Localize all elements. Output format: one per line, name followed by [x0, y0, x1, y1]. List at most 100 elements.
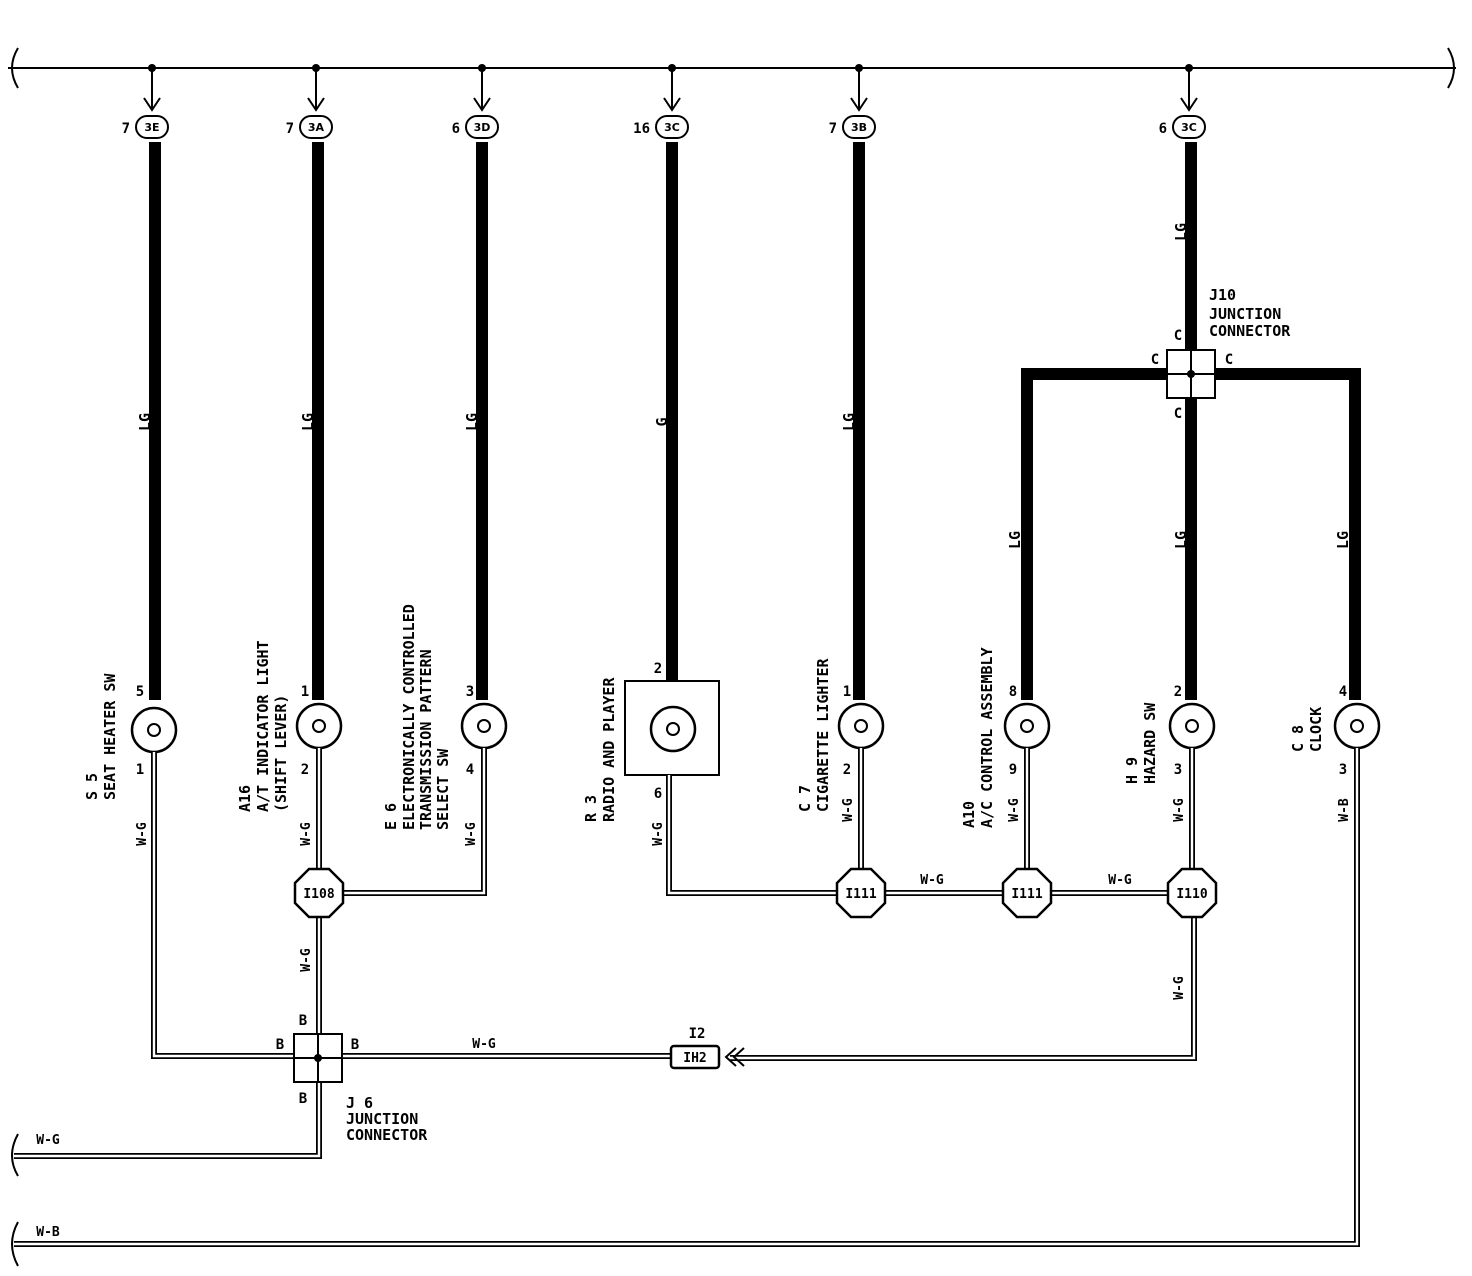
- label-c7: C 7 CIGARETTE LIGHTER: [796, 658, 832, 812]
- component-name: A/C CONTROL ASSEMBLY: [978, 647, 996, 828]
- wire-label-wg: W-G: [299, 948, 314, 972]
- label-h9: H 9 HAZARD SW: [1123, 702, 1159, 784]
- junction-pin: B: [276, 1037, 284, 1053]
- connector-pin: 7: [286, 121, 294, 137]
- connector-3c-radio: 3C 16: [633, 115, 689, 139]
- wire-label-lg: LG: [463, 413, 481, 431]
- r3-symbol: [649, 705, 697, 753]
- wire-label-wb: W-B: [36, 1225, 60, 1240]
- component-name: CLOCK: [1307, 707, 1325, 752]
- wire-label-wg: W-G: [1007, 798, 1022, 822]
- connector-3e: 3E 7: [122, 115, 169, 139]
- component-pins: 5 1 1 2 3 4 2 6 1 2 8 9 2 3 4 3: [136, 661, 1347, 802]
- connector-i2: IH2 I2: [669, 1026, 745, 1070]
- wire-label-wg: W-G: [651, 822, 666, 846]
- component-labels: S 5 SEAT HEATER SW A16 A/T INDICATOR LIG…: [83, 604, 1325, 830]
- supply-wires: [149, 142, 1361, 700]
- splice-i111-left: I111: [835, 867, 887, 919]
- component-code: S 5: [83, 773, 101, 800]
- wire-label-lg: LG: [1006, 531, 1024, 549]
- junction-name-line1: JUNCTION: [346, 1110, 418, 1128]
- label-s5: S 5 SEAT HEATER SW: [83, 673, 119, 800]
- wire-label-lg: LG: [840, 413, 858, 431]
- wire-label-lg: LG: [299, 413, 317, 431]
- top-bus: [8, 47, 1456, 89]
- splice-id: I110: [1176, 887, 1207, 902]
- junction-pin: C: [1174, 406, 1182, 422]
- wire-label-lg: LG: [1172, 223, 1190, 241]
- label-a16: A16 A/T INDICATOR LIGHT (SHIFT LEVER): [236, 640, 290, 812]
- pin-number: 5: [136, 684, 144, 700]
- connector-id: 3C: [1181, 121, 1197, 134]
- wire-label-wg: W-G: [1172, 976, 1187, 1000]
- pin-number: 2: [843, 762, 851, 778]
- label-a10: A10 A/C CONTROL ASSEMBLY: [960, 647, 996, 828]
- pin-number: 6: [654, 786, 662, 802]
- pin-number: 2: [301, 762, 309, 778]
- junction-name-line1: JUNCTION: [1209, 305, 1281, 323]
- connector-pin: 16: [633, 121, 650, 137]
- component-code: C 7: [796, 785, 814, 812]
- junction-pin: B: [299, 1013, 307, 1029]
- component-code: R 3: [582, 795, 600, 822]
- component-name-line1: ELECTRONICALLY CONTROLLED: [400, 604, 418, 830]
- connector-id: 3E: [144, 121, 159, 134]
- connector-3b: 3B 7: [829, 115, 876, 139]
- junction-name-line2: CONNECTOR: [1209, 322, 1291, 340]
- junction-pin: C: [1151, 352, 1159, 368]
- label-c8: C 8 CLOCK: [1289, 707, 1325, 752]
- pin-number: 1: [136, 762, 144, 778]
- junction-j10: C C C C J10 JUNCTION CONNECTOR: [1151, 286, 1291, 422]
- pin-number: 2: [1174, 684, 1182, 700]
- wire-label-wg: W-G: [299, 822, 314, 846]
- wire-label-wg: W-G: [135, 822, 150, 846]
- c8-symbol: [1333, 702, 1381, 750]
- component-code: A10: [960, 801, 978, 828]
- component-code: A16: [236, 785, 254, 812]
- pin-number: 4: [466, 762, 474, 778]
- component-name-line2: (SHIFT LEVER): [272, 695, 290, 812]
- pin-number: 1: [843, 684, 851, 700]
- connector-id: 3C: [664, 121, 680, 134]
- connector-pin: 7: [829, 121, 837, 137]
- pin-number: 8: [1009, 684, 1017, 700]
- splice-id: I111: [1011, 887, 1042, 902]
- junction-pin: B: [351, 1037, 359, 1053]
- a16-symbol: [295, 702, 343, 750]
- wire-labels: LG LG LG G LG LG LG LG LG: [136, 223, 1352, 549]
- component-code: E 6: [382, 803, 400, 830]
- junction-code: J10: [1209, 286, 1236, 304]
- component-circles: [130, 702, 1381, 754]
- h9-symbol: [1168, 702, 1216, 750]
- wire-label-lg: LG: [136, 413, 154, 431]
- junction-code: J 6: [346, 1094, 373, 1112]
- wire-label-lg: LG: [1334, 531, 1352, 549]
- e6-symbol: [460, 702, 508, 750]
- splice-id: I108: [303, 887, 334, 902]
- pin-number: 9: [1009, 762, 1017, 778]
- connector-code: I2: [689, 1026, 706, 1042]
- c7-symbol: [837, 702, 885, 750]
- pin-number: 1: [301, 684, 309, 700]
- pin-number: 3: [1339, 762, 1347, 778]
- wire-label-wg: W-G: [841, 798, 856, 822]
- wire-label-wg: W-G: [1172, 798, 1187, 822]
- pin-number: 2: [654, 661, 662, 677]
- splice-id: I111: [845, 887, 876, 902]
- junction-j6: B B B B J 6 JUNCTION CONNECTOR: [276, 1013, 428, 1144]
- label-e6: E 6 ELECTRONICALLY CONTROLLED TRANSMISSI…: [382, 604, 452, 830]
- connector-3a: 3A 7: [286, 115, 333, 139]
- wire-label-wg: W-G: [1108, 873, 1132, 888]
- splice-i108: I108: [293, 867, 345, 919]
- component-name-line3: SELECT SW: [434, 748, 452, 830]
- connector-id: IH2: [683, 1051, 706, 1066]
- component-name-line2: TRANSMISSION PATTERN: [417, 649, 435, 830]
- connector-id: 3D: [474, 121, 491, 134]
- wire-label-wg: W-G: [920, 873, 944, 888]
- label-r3: R 3 RADIO AND PLAYER: [582, 677, 618, 822]
- junction-name-line2: CONNECTOR: [346, 1126, 428, 1144]
- ground-wires: [11, 748, 1360, 1267]
- connector-pin: 7: [122, 121, 130, 137]
- splice-i110: I110: [1166, 867, 1218, 919]
- connector-id: 3A: [308, 121, 325, 134]
